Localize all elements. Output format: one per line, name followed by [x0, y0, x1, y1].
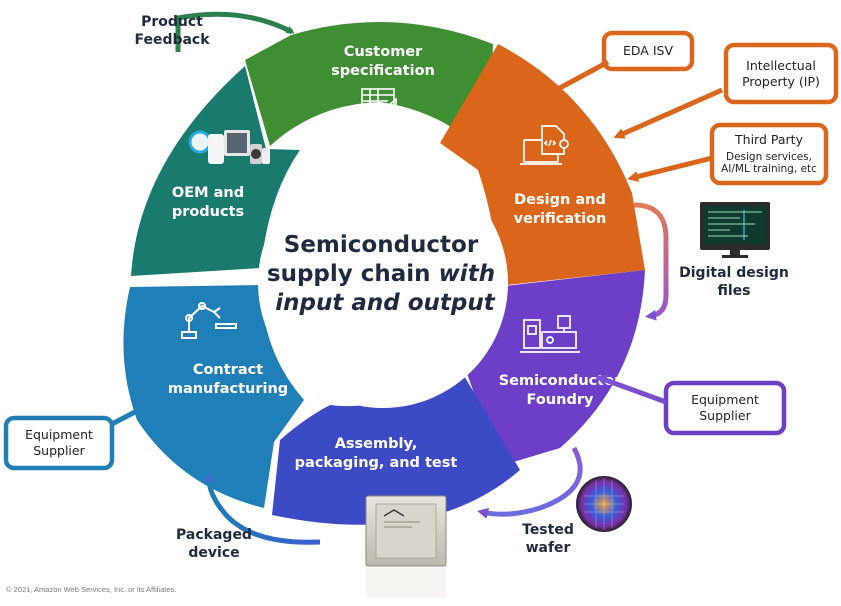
- box-third: [709, 122, 829, 186]
- box-third-text: Design services,: [726, 151, 812, 163]
- box-ip-text: Intellectual: [746, 58, 816, 73]
- center-title-line1: Semiconductor: [284, 232, 479, 258]
- box-equip-left-text: Equipment: [25, 427, 93, 442]
- center-title: Semiconductor supply chain with input an…: [267, 232, 503, 316]
- segment-design: [440, 44, 645, 286]
- blueprint-icon: [361, 88, 397, 114]
- arrow-digital-design-files: [633, 202, 669, 321]
- box-ip: [723, 42, 839, 105]
- arrow-equip-to-contract: [110, 399, 159, 427]
- devices-icon: [188, 130, 270, 164]
- box-eda: [601, 30, 695, 72]
- arrow-equip-to-foundry: [595, 374, 667, 405]
- box-eda-text: EDA ISV: [623, 43, 673, 58]
- packaged-chip-icon: [365, 495, 447, 598]
- box-equip-left: [3, 415, 115, 471]
- copyright-notice: © 2021, Amazon Web Services, Inc. or its…: [6, 585, 177, 594]
- segment-foundry: [465, 270, 645, 466]
- arrow-ip-to-design: [613, 87, 724, 139]
- arrow-product-feedback: [175, 11, 295, 52]
- segment-assembly: [272, 374, 520, 525]
- center-hub: [258, 158, 508, 408]
- box-ip-text: Property (IP): [742, 74, 820, 89]
- segment-label-assembly: Assembly,packaging, and test: [295, 436, 458, 471]
- center-title-line2: supply chain with: [267, 261, 495, 287]
- laptop-code-icon: [520, 125, 569, 165]
- arrow-third-to-design: [627, 155, 713, 182]
- box-third-text: Third Party: [734, 132, 804, 147]
- box-equip-right-text: Equipment: [691, 392, 759, 407]
- box-third-text: AI/ML training, etc: [721, 163, 817, 175]
- box-equip-left-text: Supplier: [33, 443, 85, 458]
- monitor-icon: [700, 202, 770, 258]
- robot-arm-icon: [181, 302, 237, 339]
- arrow-eda-to-design: [540, 59, 610, 99]
- segment-contract: [123, 285, 304, 508]
- arrow-tested-wafer: [477, 446, 583, 519]
- fab-equipment-icon: [520, 315, 580, 353]
- center-title-line3: input and output: [275, 290, 495, 316]
- box-equip-right-text: Supplier: [699, 408, 751, 423]
- wafer-icon: [576, 476, 632, 532]
- segment-oem: [131, 66, 300, 276]
- segment-customer: [245, 21, 493, 159]
- box-equip-right: [663, 380, 787, 436]
- arrow-packaged-device: [203, 471, 321, 545]
